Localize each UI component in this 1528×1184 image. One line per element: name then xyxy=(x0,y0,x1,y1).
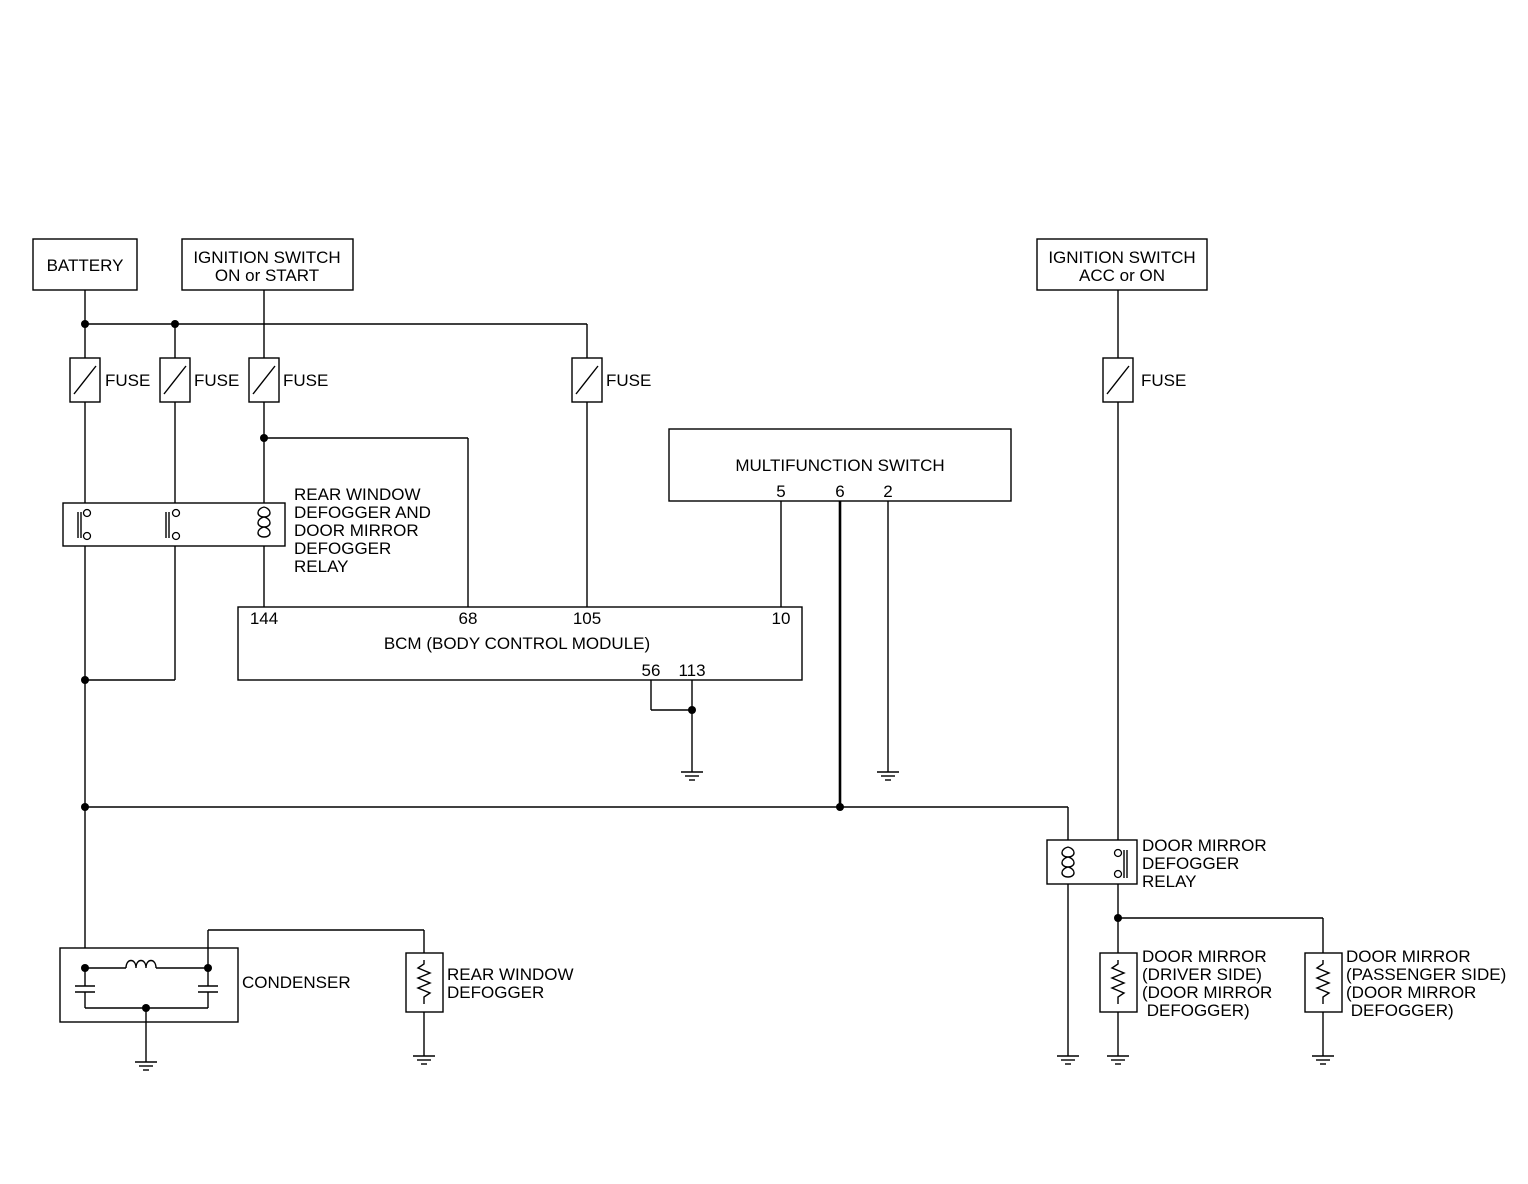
rear-defogger-label: REAR WINDOW DEFOGGER xyxy=(447,965,574,1002)
fuse-output-wires xyxy=(84,402,1119,840)
bcm-pin-56: 56 xyxy=(642,661,661,680)
fuse-label: FUSE xyxy=(283,371,328,390)
fuse-1: FUSE xyxy=(69,357,150,403)
junction-dot xyxy=(171,320,179,328)
fuse-5: FUSE xyxy=(1102,357,1186,403)
fuse-label: FUSE xyxy=(606,371,651,390)
junction-dot xyxy=(260,434,268,442)
heater-resistor-icon xyxy=(416,960,432,1004)
ground-icon xyxy=(1057,1055,1079,1065)
fuse-label: FUSE xyxy=(105,371,150,390)
ignition-on-start-line1: IGNITION SWITCH xyxy=(193,248,340,267)
ground-icon xyxy=(877,771,899,781)
msw-pin-2: 2 xyxy=(883,482,892,501)
ground-icon xyxy=(135,1061,157,1071)
bcm-title: BCM (BODY CONTROL MODULE) xyxy=(384,634,650,653)
multifunction-switch-title: MULTIFUNCTION SWITCH xyxy=(735,456,944,475)
bcm-pin-105: 105 xyxy=(573,609,601,628)
ignition-on-start-line2: ON or START xyxy=(215,266,319,285)
bcm-pin-144: 144 xyxy=(250,609,278,628)
junction-dot xyxy=(688,706,696,714)
multifunction-switch-wires xyxy=(780,501,889,807)
svg-text:DEFOGGER: DEFOGGER xyxy=(1142,854,1239,873)
svg-text:(DRIVER SIDE): (DRIVER SIDE) xyxy=(1142,965,1262,984)
heater-resistor-icon xyxy=(1315,960,1331,1004)
multifunction-switch: MULTIFUNCTION SWITCH 5 6 2 xyxy=(668,428,1012,502)
ground-icon xyxy=(1312,1055,1334,1065)
svg-text:DEFOGGER: DEFOGGER xyxy=(447,983,544,1002)
svg-text:(DOOR MIRROR: (DOOR MIRROR xyxy=(1142,983,1272,1002)
battery-label: BATTERY xyxy=(47,256,124,275)
inductor-coil-icon xyxy=(125,959,157,969)
bcm-pin-68: 68 xyxy=(459,609,478,628)
door-mirror-passenger-heater xyxy=(1304,952,1343,1013)
ground-icon xyxy=(681,771,703,781)
svg-text:DOOR MIRROR: DOOR MIRROR xyxy=(1142,947,1267,966)
svg-text:DEFOGGER): DEFOGGER) xyxy=(1346,1001,1454,1020)
ground-icon xyxy=(413,1055,435,1065)
svg-text:DOOR MIRROR: DOOR MIRROR xyxy=(294,521,419,540)
rear-window-defogger xyxy=(405,952,444,1056)
svg-text:REAR WINDOW: REAR WINDOW xyxy=(447,965,574,984)
svg-text:DOOR MIRROR: DOOR MIRROR xyxy=(1142,836,1267,855)
junction-dot xyxy=(1114,914,1122,922)
fuse-label: FUSE xyxy=(194,371,239,390)
msw-pin-5: 5 xyxy=(776,482,785,501)
svg-text:REAR WINDOW: REAR WINDOW xyxy=(294,485,421,504)
svg-text:DEFOGGER: DEFOGGER xyxy=(294,539,391,558)
ignition-switch-acc-on-box: IGNITION SWITCH ACC or ON xyxy=(1036,238,1208,291)
bcm-ground-wires xyxy=(650,680,696,772)
junction-dot xyxy=(81,803,89,811)
svg-text:DEFOGGER): DEFOGGER) xyxy=(1142,1001,1250,1020)
svg-text:DEFOGGER AND: DEFOGGER AND xyxy=(294,503,431,522)
relay-output-wires xyxy=(81,546,265,968)
svg-text:(PASSENGER SIDE): (PASSENGER SIDE) xyxy=(1346,965,1506,984)
heater-resistor-icon xyxy=(1110,960,1126,1004)
junction-dot xyxy=(81,320,89,328)
fuse-3: FUSE xyxy=(248,357,328,403)
svg-text:RELAY: RELAY xyxy=(1142,872,1197,891)
junction-dot xyxy=(836,803,844,811)
fuse-4: FUSE xyxy=(571,357,651,403)
battery-box: BATTERY xyxy=(32,238,138,291)
ignition-acc-on-line2: ACC or ON xyxy=(1079,266,1165,285)
ignition-switch-on-start-box: IGNITION SWITCH ON or START xyxy=(181,238,354,291)
door-mirror-relay-label: DOOR MIRROR DEFOGGER RELAY xyxy=(1142,836,1267,891)
door-mirror-defogger-relay xyxy=(1046,839,1138,885)
condenser-label: CONDENSER xyxy=(242,973,351,992)
msw-pin-6: 6 xyxy=(835,482,844,501)
mirror-passenger-label: DOOR MIRROR (PASSENGER SIDE) (DOOR MIRRO… xyxy=(1346,947,1506,1020)
bcm: 144 68 105 10 BCM (BODY CONTROL MODULE) … xyxy=(237,606,803,681)
door-mirror-wires xyxy=(1114,884,1324,1056)
condenser xyxy=(59,929,425,1062)
svg-text:DOOR MIRROR: DOOR MIRROR xyxy=(1346,947,1471,966)
relay-coil-icon xyxy=(1061,846,1069,878)
rear-window-defogger-relay xyxy=(62,502,286,547)
rear-relay-label: REAR WINDOW DEFOGGER AND DOOR MIRROR DEF… xyxy=(294,485,431,576)
bcm-pin-10: 10 xyxy=(772,609,791,628)
fuse-label: FUSE xyxy=(1141,371,1186,390)
ignition-acc-on-line1: IGNITION SWITCH xyxy=(1048,248,1195,267)
top-wires xyxy=(81,290,1119,358)
mirror-driver-label: DOOR MIRROR (DRIVER SIDE) (DOOR MIRROR D… xyxy=(1142,947,1272,1020)
bcm-pin-113: 113 xyxy=(678,661,705,680)
fuse-2: FUSE xyxy=(159,357,239,403)
ground-icon xyxy=(1107,1055,1129,1065)
svg-text:(DOOR MIRROR: (DOOR MIRROR xyxy=(1346,983,1476,1002)
door-mirror-driver-heater xyxy=(1099,952,1138,1013)
svg-text:RELAY: RELAY xyxy=(294,557,349,576)
junction-dot xyxy=(81,676,89,684)
relay-coil-icon xyxy=(257,506,265,538)
